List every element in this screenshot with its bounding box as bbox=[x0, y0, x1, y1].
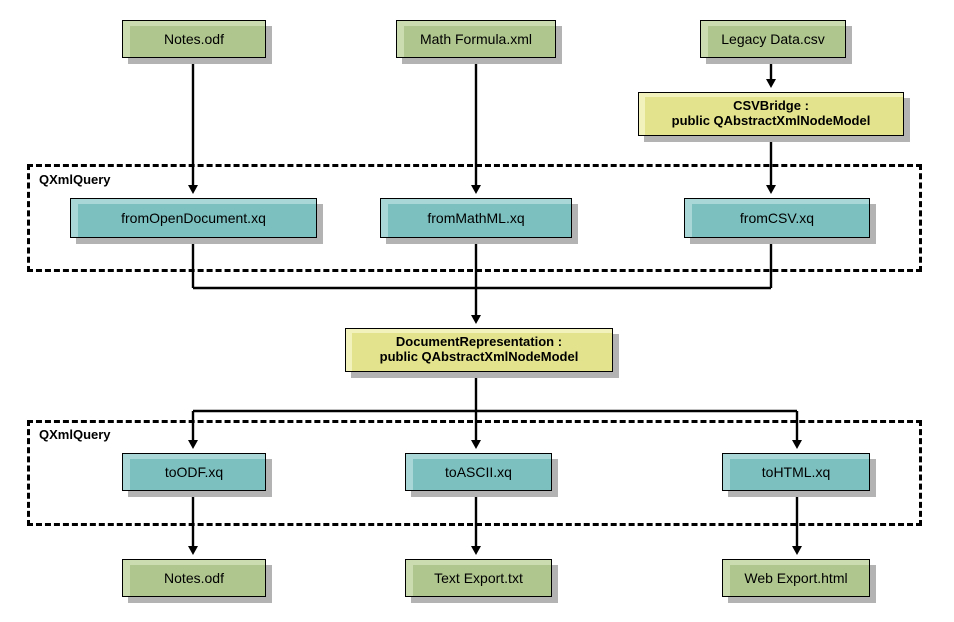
node-from-open-document-query[interactable]: fromOpenDocument.xq bbox=[70, 198, 317, 238]
group-input-queries bbox=[27, 164, 922, 272]
node-label: CSVBridge : public QAbstractXmlNodeModel bbox=[671, 98, 871, 128]
node-label: toODF.xq bbox=[164, 463, 224, 480]
node-label: Legacy Data.csv bbox=[721, 30, 825, 47]
node-label: Math Formula.xml bbox=[419, 30, 533, 47]
node-from-csv-query[interactable]: fromCSV.xq bbox=[684, 198, 870, 238]
group-output-queries-label: QXmlQuery bbox=[36, 427, 114, 442]
node-from-mathml-query[interactable]: fromMathML.xq bbox=[380, 198, 572, 238]
node-label: fromCSV.xq bbox=[739, 209, 815, 226]
node-label: Notes.odf bbox=[164, 30, 224, 47]
node-to-odf-query[interactable]: toODF.xq bbox=[122, 453, 266, 491]
node-document-representation-class[interactable]: DocumentRepresentation : public QAbstrac… bbox=[345, 328, 613, 372]
node-label: toASCII.xq bbox=[445, 463, 512, 480]
group-input-queries-label: QXmlQuery bbox=[36, 172, 114, 187]
node-csv-bridge-class[interactable]: CSVBridge : public QAbstractXmlNodeModel bbox=[638, 92, 904, 136]
node-label: DocumentRepresentation : public QAbstrac… bbox=[379, 334, 579, 364]
node-notes-odf-output[interactable]: Notes.odf bbox=[122, 559, 266, 597]
node-label: fromMathML.xq bbox=[427, 209, 525, 226]
group-output-queries bbox=[27, 420, 922, 526]
node-label: Text Export.txt bbox=[434, 569, 523, 586]
node-legacy-data-csv-input[interactable]: Legacy Data.csv bbox=[700, 20, 846, 58]
node-label: Notes.odf bbox=[164, 569, 224, 586]
node-text-export-txt-output[interactable]: Text Export.txt bbox=[405, 559, 552, 597]
node-label: Web Export.html bbox=[744, 569, 848, 586]
node-label: fromOpenDocument.xq bbox=[121, 209, 266, 226]
node-web-export-html-output[interactable]: Web Export.html bbox=[722, 559, 870, 597]
node-notes-odf-input[interactable]: Notes.odf bbox=[122, 20, 266, 58]
node-label: toHTML.xq bbox=[761, 463, 831, 480]
node-to-html-query[interactable]: toHTML.xq bbox=[722, 453, 870, 491]
node-math-formula-xml-input[interactable]: Math Formula.xml bbox=[396, 20, 556, 58]
node-to-ascii-query[interactable]: toASCII.xq bbox=[405, 453, 552, 491]
